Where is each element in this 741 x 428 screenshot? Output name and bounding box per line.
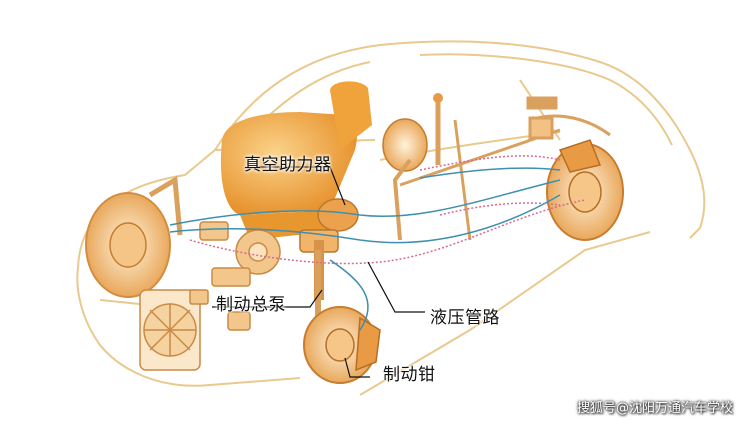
label-hydraulic-lines: 液压管路 xyxy=(430,308,500,328)
handbrake-lever xyxy=(392,158,412,241)
label-brake-caliper: 制动钳 xyxy=(383,365,436,385)
front-brake-disc xyxy=(303,306,381,384)
rear-frame xyxy=(399,96,611,241)
label-vacuum-booster: 真空助力器 xyxy=(244,155,332,175)
front-wheel-left xyxy=(85,175,183,298)
leader-lines xyxy=(212,166,425,378)
rear-brake-disc xyxy=(546,139,624,241)
rear-left-brake xyxy=(382,93,443,172)
car-body-outline xyxy=(76,40,706,396)
label-master-cylinder: 制动总泵 xyxy=(216,295,286,315)
engine-components xyxy=(189,221,281,331)
radiator-fan xyxy=(139,289,201,371)
watermark: 搜狐号@沈阳万通汽车学校 xyxy=(576,401,733,416)
brake-lines xyxy=(169,155,586,331)
